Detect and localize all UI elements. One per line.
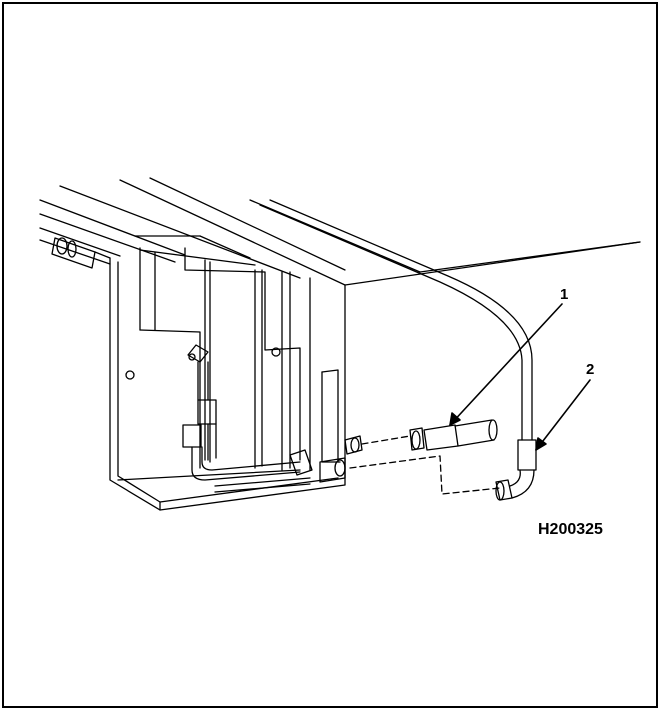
callout-label-2: 2: [586, 361, 595, 378]
item-1-tube-fitting: [409, 419, 498, 451]
callout-arrows: [449, 303, 591, 451]
upper-fitting: [344, 435, 363, 455]
left-fitting: [51, 237, 111, 269]
frame-rails: [39, 177, 641, 286]
internal-pipes: [182, 344, 346, 493]
callout-label-1: 1: [560, 286, 569, 303]
item-2-hydraulic-line: [259, 199, 537, 501]
figure-id: H200325: [538, 521, 603, 538]
connection-leaders: [349, 435, 501, 495]
